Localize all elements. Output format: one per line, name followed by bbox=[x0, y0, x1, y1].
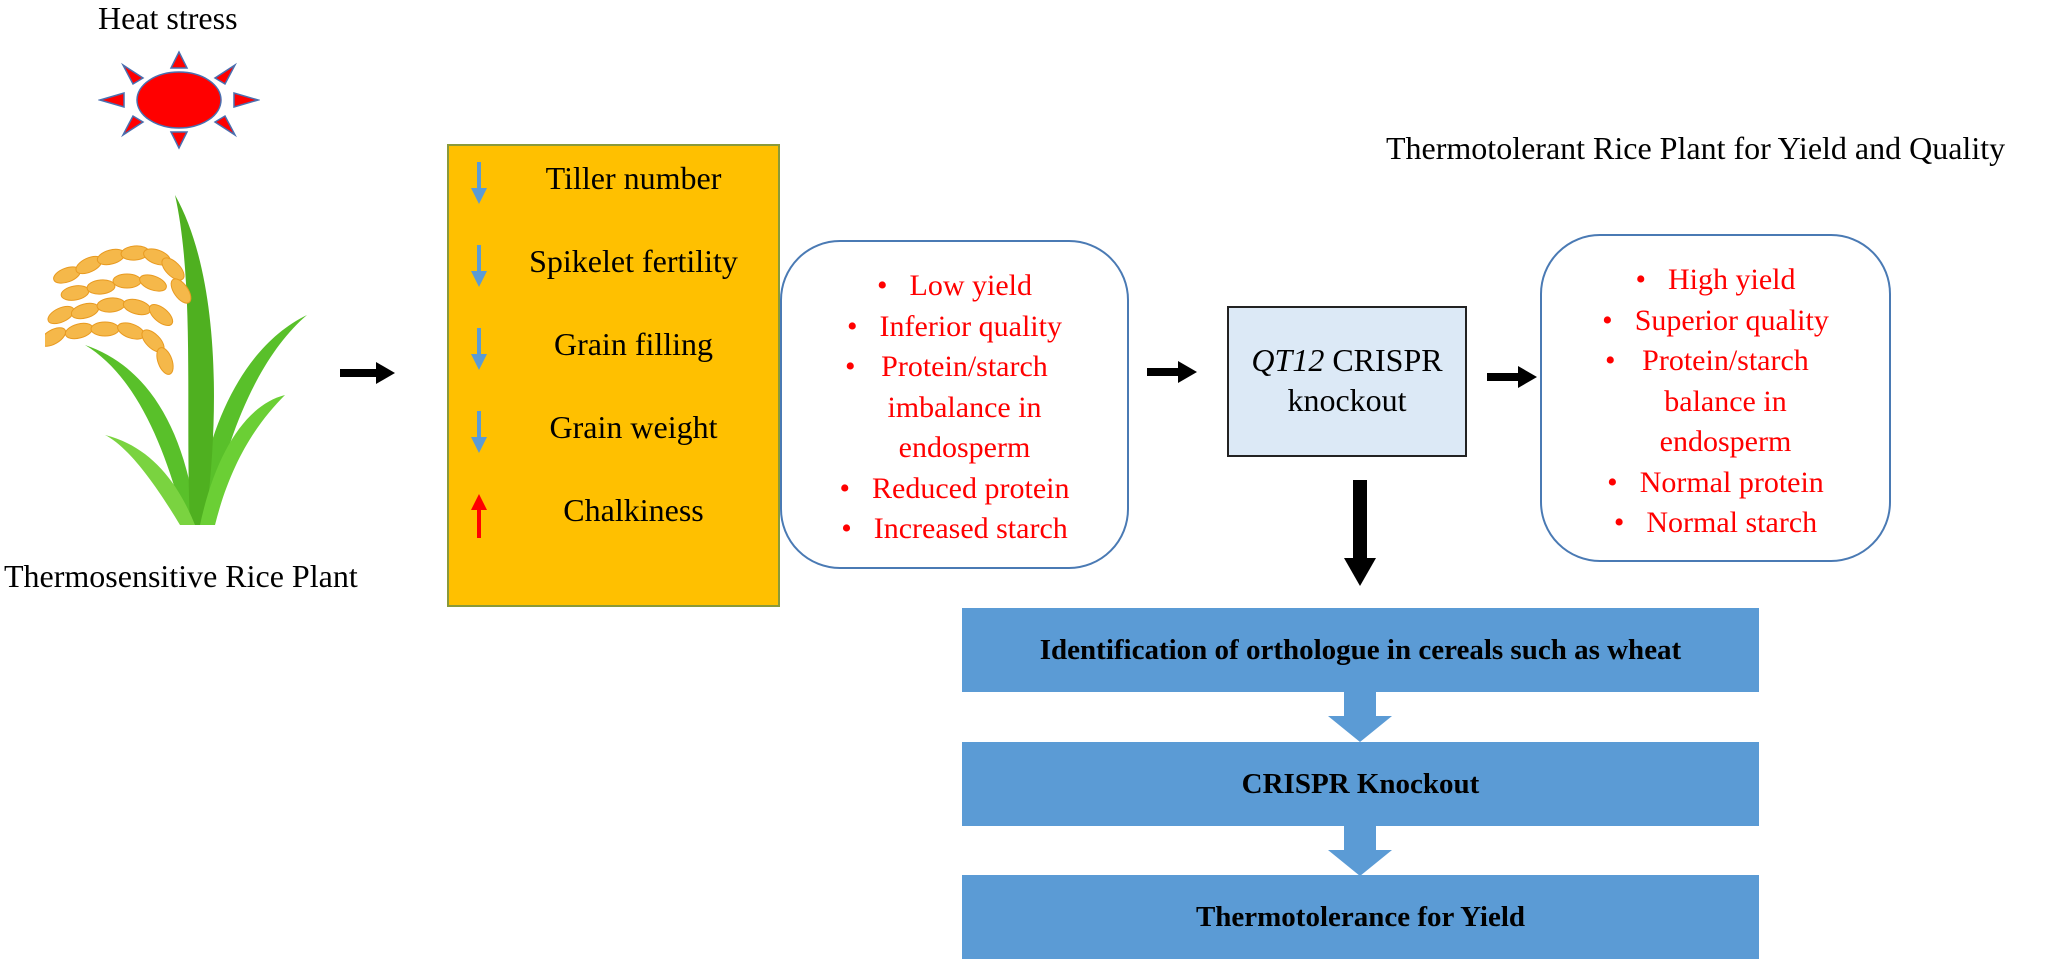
crispr-word: CRISPR bbox=[1324, 342, 1443, 378]
outcome-item: •Inferior quality bbox=[847, 309, 1062, 343]
effect-label: Grain weight bbox=[549, 409, 718, 445]
decrease-arrow-icon bbox=[471, 245, 487, 287]
effect-label: Tiller number bbox=[545, 160, 722, 196]
knockout-word: knockout bbox=[1287, 382, 1407, 418]
thermosensitive-label: Thermosensitive Rice Plant bbox=[4, 558, 358, 594]
outcome-item: •Reduced protein bbox=[839, 471, 1070, 505]
arrow-crispr-to-flow bbox=[1344, 480, 1376, 586]
heat-stress-label: Heat stress bbox=[98, 0, 238, 36]
increase-arrow-icon bbox=[471, 494, 487, 538]
flow-step-crispr-knockout: CRISPR Knockout bbox=[962, 742, 1759, 826]
effect-spikelet-fertility: Spikelet fertility bbox=[449, 239, 778, 289]
outcome-item: •Normal starch bbox=[1613, 506, 1818, 539]
qt12-crispr-box: QT12 CRISPR knockout bbox=[1227, 306, 1467, 457]
effect-tiller-number: Tiller number bbox=[449, 156, 778, 206]
thermotolerant-label: Thermotolerant Rice Plant for Yield and … bbox=[1386, 130, 2006, 166]
flow-step-thermotolerance: Thermotolerance for Yield bbox=[962, 875, 1759, 959]
rice-plant-icon bbox=[45, 195, 307, 525]
tolerant-outcomes-box: •High yield •Superior quality • Protein/… bbox=[1540, 234, 1891, 562]
decrease-arrow-icon bbox=[471, 411, 487, 453]
decrease-arrow-icon bbox=[471, 328, 487, 370]
gene-name: QT12 bbox=[1251, 342, 1325, 378]
flow-arrow-1 bbox=[1328, 692, 1392, 742]
sun-icon bbox=[98, 50, 260, 150]
outcome-item: •Low yield bbox=[877, 269, 1032, 302]
effect-grain-weight: Grain weight bbox=[449, 405, 778, 455]
flow-step-identification: Identification of orthologue in cereals … bbox=[962, 608, 1759, 692]
outcome-item: •Increased starch bbox=[841, 512, 1068, 545]
outcome-item: • Protein/starch imbalance in endosperm bbox=[845, 350, 1048, 464]
arrow-plant-to-effects bbox=[340, 362, 395, 384]
outcome-item: •High yield bbox=[1635, 263, 1796, 296]
decrease-arrow-icon bbox=[471, 162, 487, 204]
effect-grain-filling: Grain filling bbox=[449, 322, 778, 372]
flow-arrow-2 bbox=[1328, 826, 1392, 876]
outcome-item: •Superior quality bbox=[1602, 303, 1829, 337]
outcome-item: • Protein/starch balance in endosperm bbox=[1605, 344, 1809, 458]
sensitive-outcomes-box: •Low yield •Inferior quality • Protein/s… bbox=[780, 240, 1129, 569]
arrow-crispr-to-tolerant bbox=[1487, 366, 1537, 388]
heat-effects-box: Tiller number Spikelet fertility Grain f… bbox=[447, 144, 780, 607]
effect-label: Chalkiness bbox=[563, 492, 704, 528]
arrow-outcomes-to-crispr bbox=[1147, 361, 1197, 383]
effect-label: Grain filling bbox=[553, 326, 714, 362]
outcome-item: •Normal protein bbox=[1607, 465, 1824, 499]
effect-chalkiness: Chalkiness bbox=[449, 488, 778, 538]
effect-label: Spikelet fertility bbox=[529, 243, 738, 279]
